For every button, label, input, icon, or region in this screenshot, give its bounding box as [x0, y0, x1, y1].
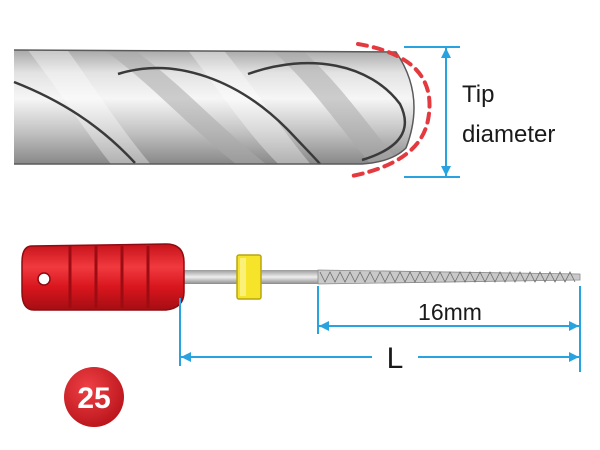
total-length-label: L [387, 342, 404, 375]
flute-length-label: 16mm [418, 299, 482, 325]
twisted-file-closeup [13, 42, 432, 178]
twist-band-shadow [90, 50, 280, 164]
file-handle [21, 243, 185, 311]
twist-outline [13, 49, 415, 165]
tip-label-line1: Tip [462, 81, 494, 108]
tip-diameter-dimension [404, 46, 460, 178]
twist-edge-line [13, 80, 136, 164]
twist-edge-line [117, 66, 321, 165]
tip-dashed-arc [350, 42, 432, 178]
endodontic-file [21, 243, 581, 311]
twist-band-highlight [180, 50, 320, 164]
size-badge-number: 25 [77, 382, 110, 415]
size-badge: 25 [64, 367, 124, 427]
twist-band-highlight [20, 50, 160, 164]
twist-edge-line [247, 61, 407, 162]
flute-pattern [319, 271, 576, 283]
twist-band-shadow [260, 50, 410, 164]
handle-hole [37, 272, 51, 286]
total-length-dimension [179, 298, 580, 366]
tip-label-line2: diameter [462, 121, 555, 148]
